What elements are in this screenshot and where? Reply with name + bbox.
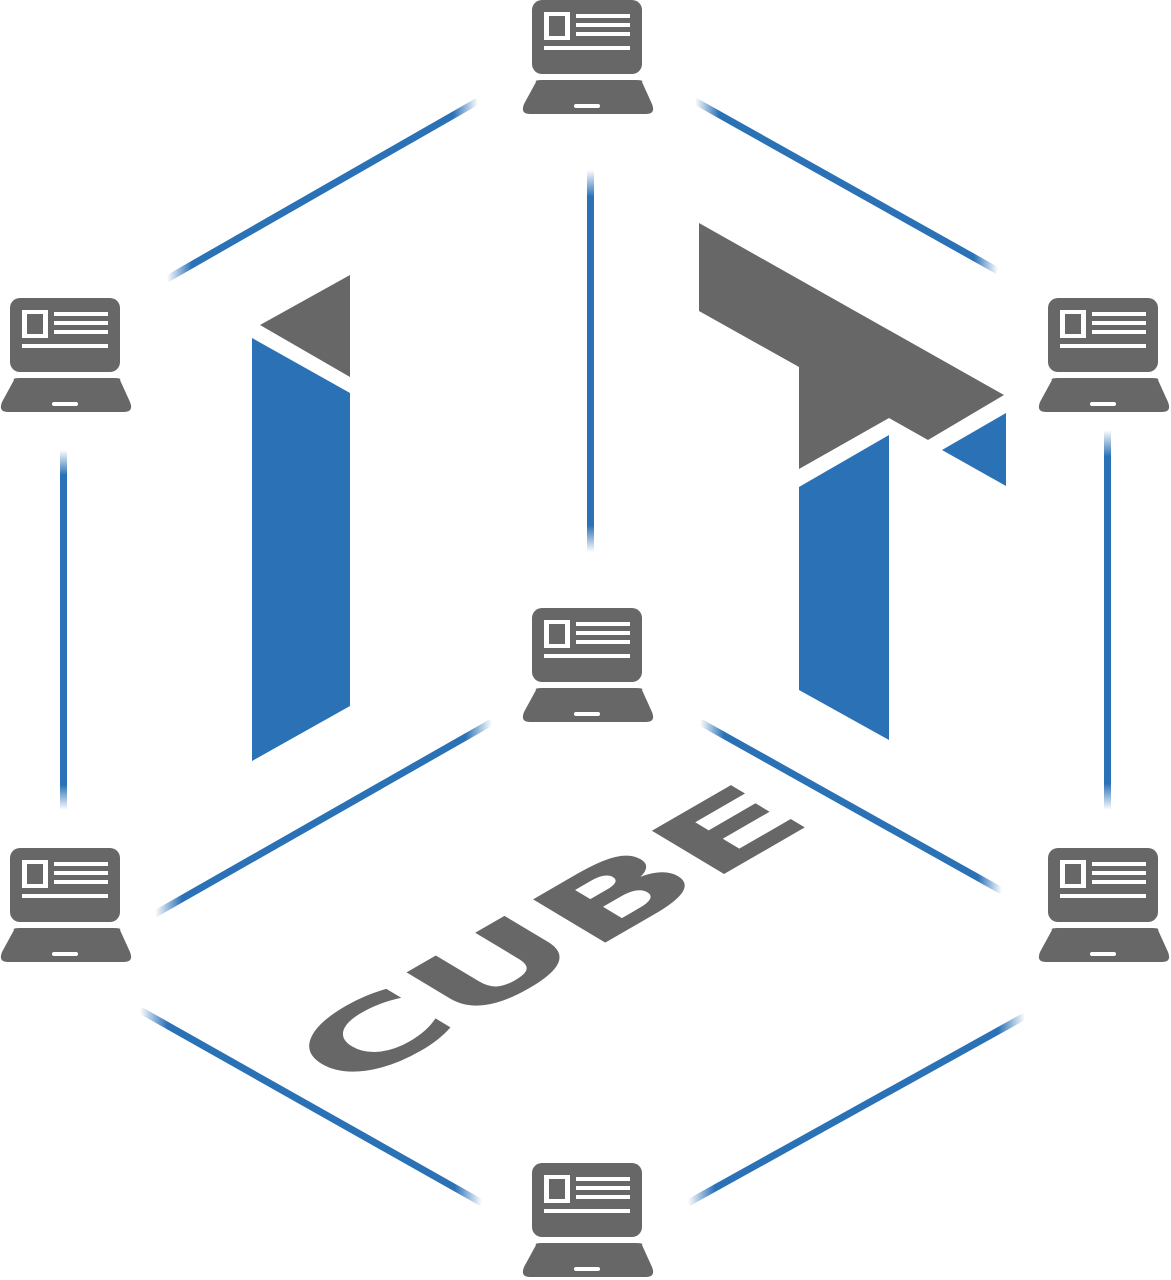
laptop-icon	[0, 298, 132, 412]
laptop-icon	[0, 848, 132, 962]
laptop-icon	[1038, 848, 1170, 962]
laptop-icon	[522, 608, 654, 722]
laptop-icon	[522, 0, 654, 114]
network-lines	[60, 97, 1111, 1207]
network-line	[1104, 430, 1111, 810]
network-line	[153, 718, 494, 918]
laptop-icon	[522, 1163, 654, 1277]
letter-i	[252, 275, 350, 761]
network-line	[693, 97, 1000, 275]
network-line	[60, 450, 67, 810]
network-line	[587, 170, 594, 552]
network-line	[698, 718, 1004, 895]
network-line	[686, 1012, 1027, 1207]
network-line	[165, 97, 480, 283]
logo-subtitle: CUBE	[258, 766, 839, 1104]
laptop-icon	[1038, 298, 1170, 412]
network-line	[138, 1006, 484, 1207]
letter-t	[699, 223, 1006, 740]
